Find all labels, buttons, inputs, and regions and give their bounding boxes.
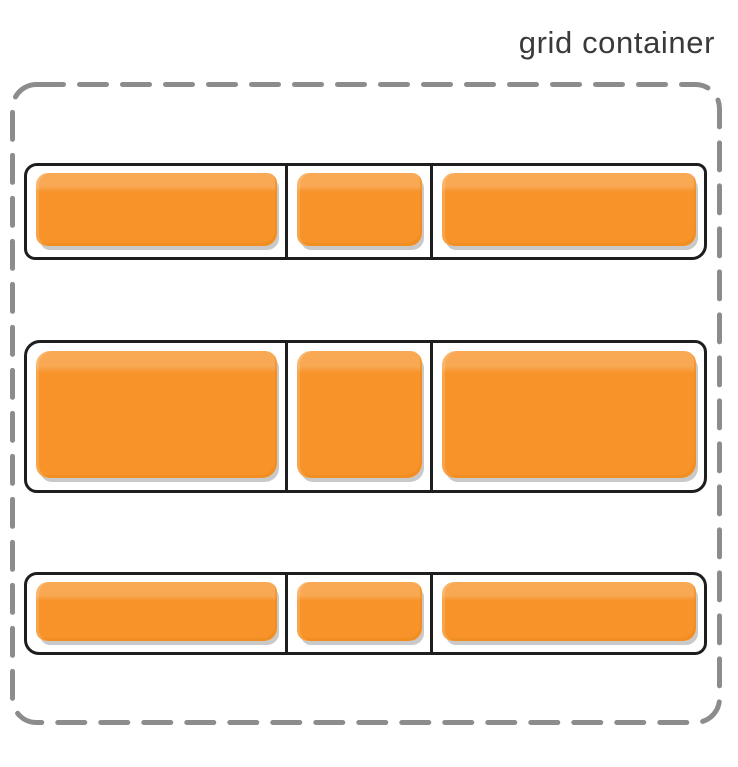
dashed-border	[10, 82, 722, 725]
grid-container	[10, 82, 722, 725]
grid-cell	[433, 166, 704, 257]
grid-item	[297, 582, 422, 641]
grid-item	[36, 173, 277, 246]
grid-item	[36, 582, 277, 641]
grid-cell	[433, 575, 704, 652]
grid-cell	[285, 166, 433, 257]
grid-item	[36, 351, 277, 478]
grid-item	[297, 173, 422, 246]
grid-container-label: grid container	[518, 25, 715, 60]
grid-cell	[27, 343, 285, 490]
grid-cell	[285, 343, 433, 490]
grid-row-3	[24, 572, 707, 655]
grid-item	[442, 351, 696, 478]
grid-cell	[27, 575, 285, 652]
grid-cell	[433, 343, 704, 490]
grid-item	[297, 351, 422, 478]
grid-row-1	[24, 163, 707, 260]
grid-item	[442, 173, 696, 246]
grid-item	[442, 582, 696, 641]
grid-cell	[285, 575, 433, 652]
grid-row-2	[24, 340, 707, 493]
grid-cell	[27, 166, 285, 257]
